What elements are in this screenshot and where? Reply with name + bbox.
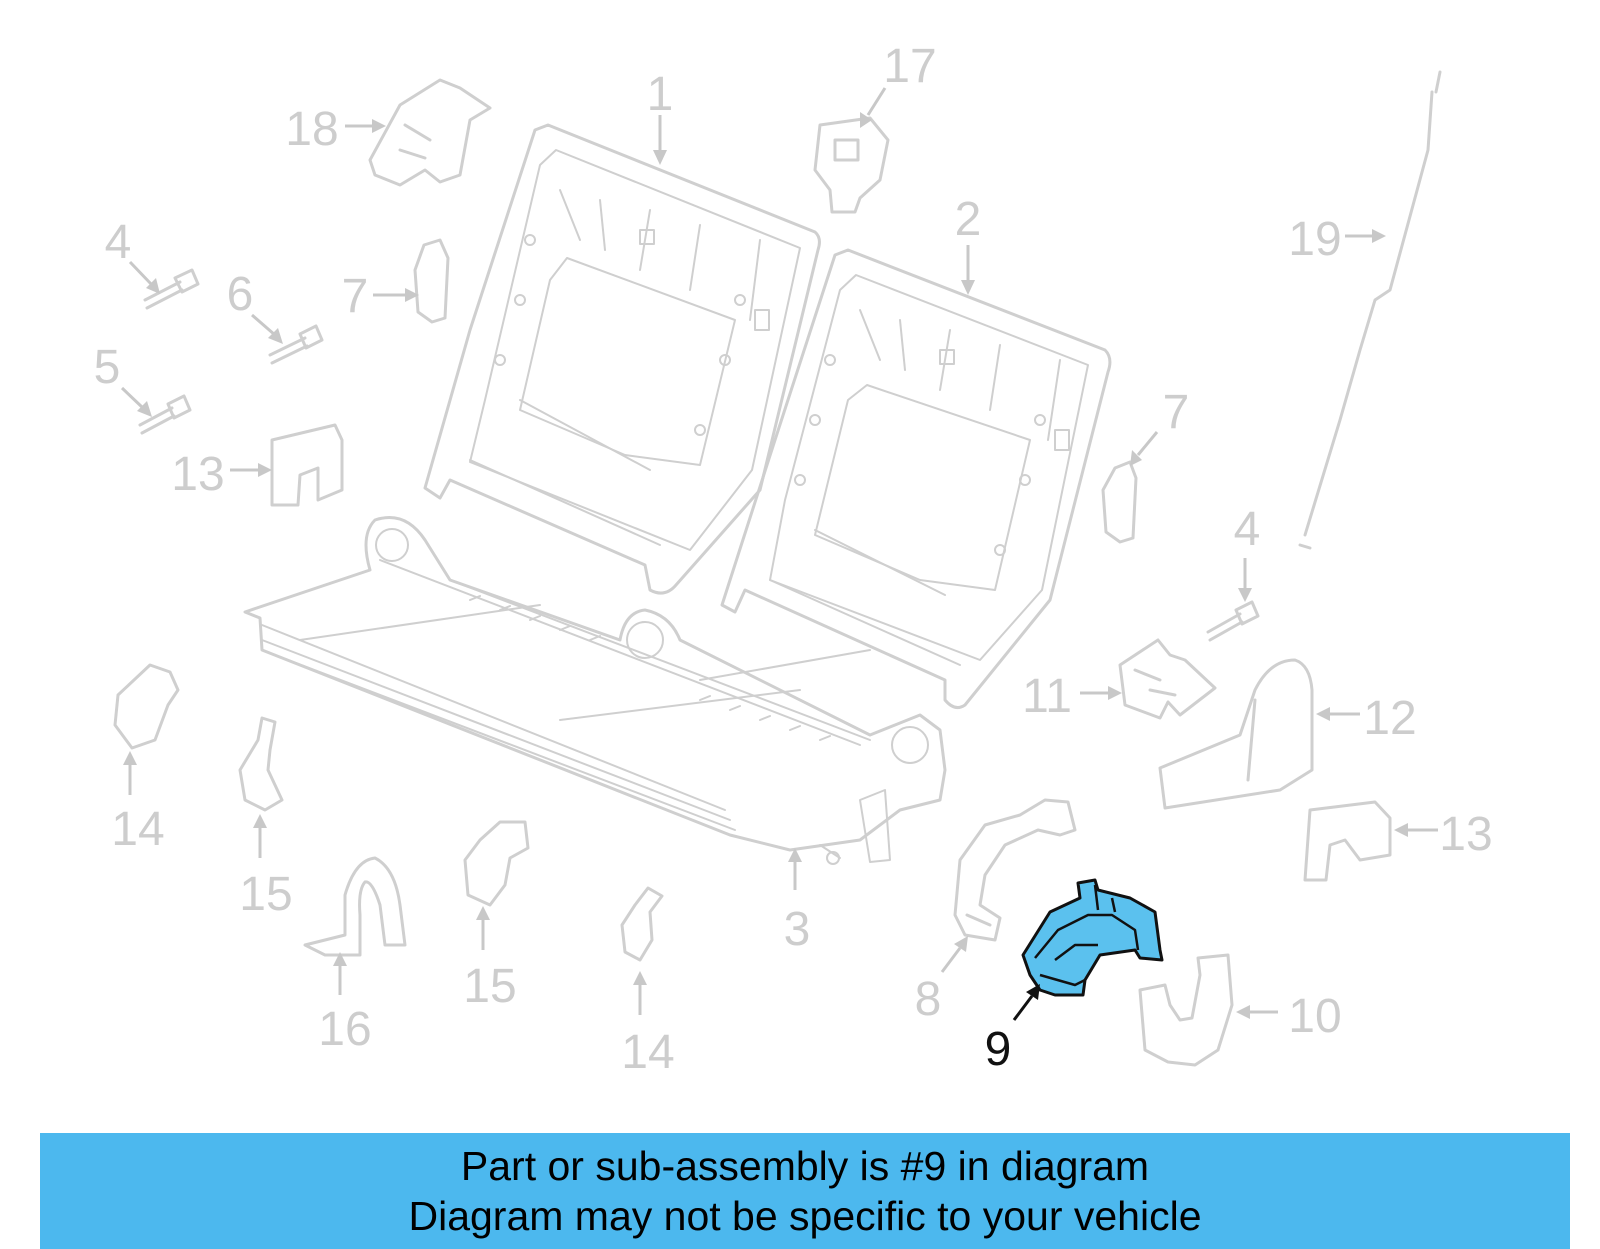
callout-10: 10	[1288, 990, 1341, 1043]
latch-17	[813, 116, 890, 214]
callout-1: 1	[647, 68, 674, 121]
callout-14-bottom: 14	[621, 1026, 674, 1079]
callout-8: 8	[915, 973, 942, 1026]
cover-13-right	[1303, 800, 1392, 882]
seat-hinge-cover-9-highlighted[interactable]	[1021, 878, 1164, 997]
cover-7-left	[413, 238, 450, 324]
bracket-10	[1138, 953, 1234, 1067]
hinge-bracket-18	[368, 78, 492, 187]
callout-13-right: 13	[1439, 808, 1492, 861]
cover-7-right	[1101, 460, 1138, 544]
callout-5: 5	[94, 341, 121, 394]
bolt-5	[138, 394, 192, 435]
callout-12: 12	[1363, 692, 1416, 745]
release-cable-19	[1298, 70, 1442, 550]
trim-cover-12	[1158, 658, 1314, 810]
banner-line-1: Part or sub-assembly is #9 in diagram	[460, 1143, 1150, 1189]
info-banner: Part or sub-assembly is #9 in diagram Di…	[40, 1133, 1570, 1249]
callout-7-left: 7	[342, 270, 369, 323]
callout-labels: 1 2 3 4 4 5 6 7 7 8 9 10 11 12 13 13 14 …	[94, 40, 1493, 1079]
callout-17: 17	[883, 40, 936, 93]
callout-4-left: 4	[105, 216, 132, 269]
seat-back-frame-left	[423, 123, 821, 595]
leader-arrows	[120, 87, 1438, 1021]
strap-16	[303, 856, 407, 957]
callout-9: 9	[985, 1023, 1012, 1076]
banner-line-2: Diagram may not be specific to your vehi…	[408, 1193, 1202, 1239]
trim-piece-14-left	[113, 663, 180, 750]
callout-13-left: 13	[171, 448, 224, 501]
clip-15-left	[238, 716, 284, 812]
bolt-4-right	[1206, 600, 1260, 642]
callout-11: 11	[1022, 670, 1072, 723]
callout-19: 19	[1288, 213, 1341, 266]
callout-3: 3	[784, 903, 811, 956]
parts-diagram: 1 2 3 4 4 5 6 7 7 8 9 10 11 12 13 13 14 …	[94, 40, 1493, 1079]
bracket-11	[1118, 638, 1217, 720]
clip-15-mid	[463, 820, 530, 907]
seat-back-frame-right	[720, 248, 1112, 710]
callout-7-right: 7	[1163, 386, 1190, 439]
callout-14-left: 14	[111, 803, 164, 856]
bolt-6	[268, 324, 324, 365]
callout-16: 16	[318, 1003, 371, 1056]
callout-4-right: 4	[1234, 503, 1261, 556]
callout-2: 2	[955, 193, 982, 246]
bolt-4-left	[143, 268, 200, 310]
trim-piece-14-bottom	[620, 886, 664, 962]
callout-15-mid: 15	[463, 960, 516, 1013]
cover-13-left	[270, 423, 344, 507]
seat-cushion-frame	[243, 516, 947, 865]
callout-18: 18	[285, 103, 338, 156]
callout-6: 6	[227, 268, 254, 321]
bracket-8	[953, 798, 1077, 942]
callout-15-left: 15	[239, 868, 292, 921]
